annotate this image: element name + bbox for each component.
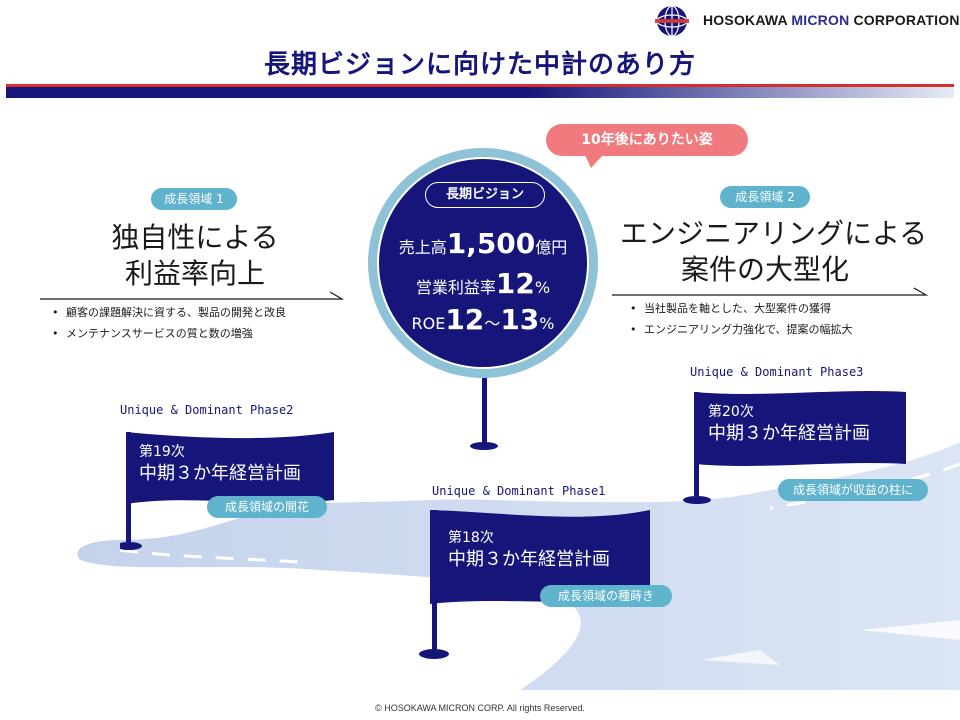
list-item: メンテナンスサービスの質と数の増強 xyxy=(46,323,286,344)
bubble-tail xyxy=(585,155,603,168)
list-item: 当社製品を軸とした、大型案件の獲得 xyxy=(624,298,853,319)
globe-logo-icon xyxy=(655,5,689,37)
growth-area-2-arrow-line xyxy=(612,287,929,296)
copyright-footer: © HOSOKAWA MICRON CORP. All rights Reser… xyxy=(375,703,585,713)
phase-2-flag xyxy=(120,432,334,550)
page-title: 長期ビジョンに向けた中計のあり方 xyxy=(263,50,696,80)
phase-1-label: Unique & Dominant Phase1 xyxy=(432,484,606,498)
growth-area-1-arrow-line xyxy=(40,291,345,300)
growth-area-2-heading: エンジニアリングによる 案件の大型化 xyxy=(620,217,928,286)
growth-area-1-heading: 独自性による 利益率向上 xyxy=(111,221,279,290)
growth-area-1-tag: 成長領域 1 xyxy=(151,188,237,210)
vision-roe-target: ROE12～13% xyxy=(411,303,555,336)
growth-area-2-tag: 成長領域 2 xyxy=(720,186,810,208)
list-item: 顧客の課題解決に資する、製品の開発と改良 xyxy=(46,302,286,323)
phase-2-flag-text: 第19次 中期３か年経営計画 xyxy=(139,444,301,484)
phase-2-tag: 成長領域の開花 xyxy=(207,496,327,518)
vision-callout-bubble: 10年後にありたい姿 xyxy=(546,124,748,156)
phase-1-flag-text: 第18次 中期３か年経営計画 xyxy=(448,530,610,570)
vision-margin-target: 営業利益率12% xyxy=(415,267,551,300)
vision-sales-target: 売上高1,500億円 xyxy=(398,227,568,260)
phase-3-label: Unique & Dominant Phase3 xyxy=(690,365,864,379)
list-item: エンジニアリング力強化で、提案の幅拡大 xyxy=(624,319,853,340)
growth-area-2-bullets: 当社製品を軸とした、大型案件の獲得 エンジニアリング力強化で、提案の幅拡大 xyxy=(624,298,853,340)
company-name: HOSOKAWA MICRON CORPORATION xyxy=(703,12,960,28)
vision-pole xyxy=(470,360,498,450)
title-underline-bar xyxy=(6,84,954,98)
phase-2-label: Unique & Dominant Phase2 xyxy=(120,403,294,417)
growth-area-1-bullets: 顧客の課題解決に資する、製品の開発と改良 メンテナンスサービスの質と数の増強 xyxy=(46,302,286,344)
phase-3-tag: 成長領域が収益の柱に xyxy=(778,479,928,501)
phase-3-flag-text: 第20次 中期３か年経営計画 xyxy=(708,404,870,444)
phase-1-flag xyxy=(419,510,650,659)
phase-3-flag xyxy=(683,391,906,504)
long-term-vision-label: 長期ビジョン xyxy=(425,182,545,208)
phase-1-tag: 成長領域の種蒔き xyxy=(540,585,672,607)
long-term-vision-circle xyxy=(368,148,598,378)
